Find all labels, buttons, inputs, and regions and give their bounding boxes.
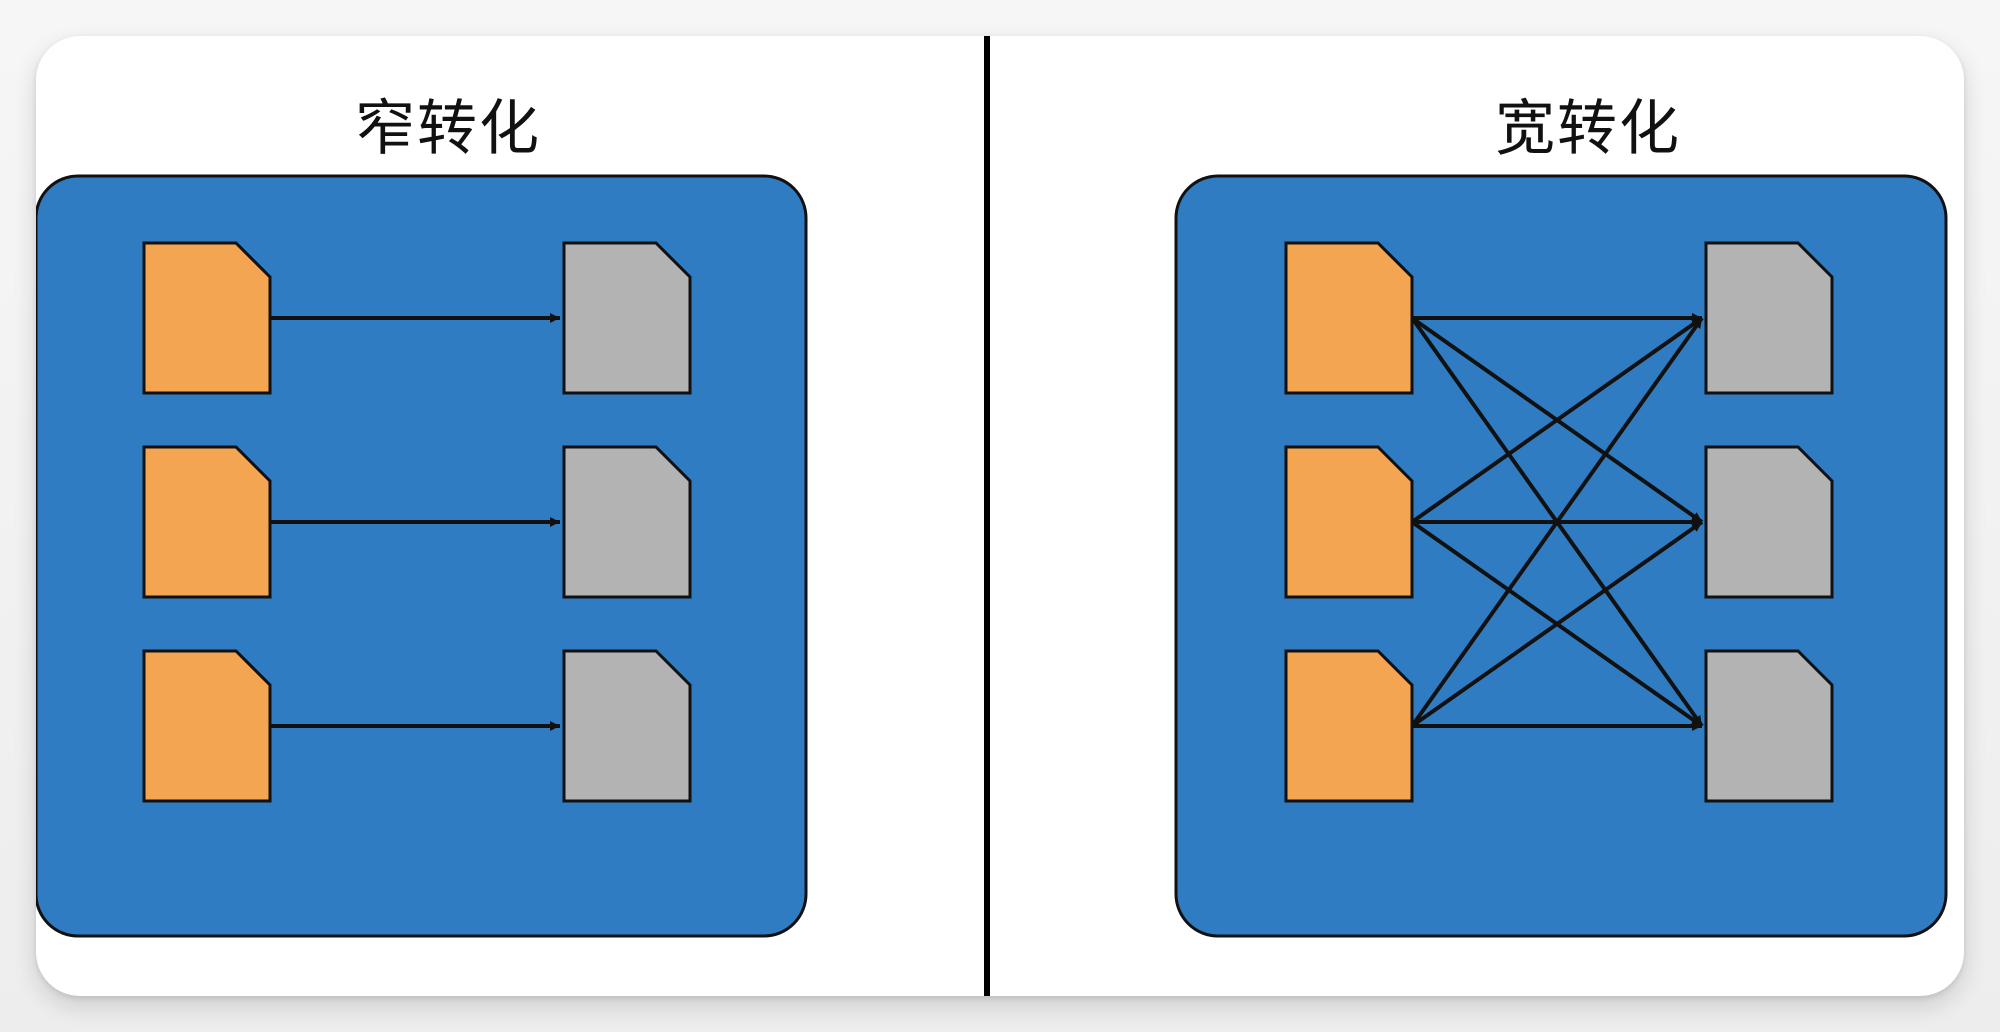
right-link-4 <box>1410 316 1704 524</box>
right-nodes <box>1284 241 1834 803</box>
center-divider <box>984 36 990 996</box>
wide-transformation-title: 宽转化 <box>1495 94 1681 164</box>
left-nodes <box>142 241 692 803</box>
narrow-transformation-title: 窄转化 <box>355 94 541 164</box>
left-links <box>270 313 560 731</box>
left-source-node-3 <box>142 649 272 803</box>
right-source-node-1 <box>1284 241 1414 395</box>
right-link-7 <box>1410 316 1704 728</box>
right-link-8 <box>1410 520 1704 728</box>
left-target-node-3 <box>562 649 692 803</box>
left-target-node-1 <box>562 241 692 395</box>
right-source-node-3 <box>1284 649 1414 803</box>
right-links <box>1410 313 1704 731</box>
left-target-node-2 <box>562 445 692 599</box>
left-source-node-1 <box>142 241 272 395</box>
right-target-node-1 <box>1704 241 1834 395</box>
right-target-node-3 <box>1704 649 1834 803</box>
right-target-node-2 <box>1704 445 1834 599</box>
left-source-node-2 <box>142 445 272 599</box>
diagram-canvas: 窄转化 宽转化 <box>36 36 1964 996</box>
right-source-node-2 <box>1284 445 1414 599</box>
transformation-diagram <box>36 174 1948 938</box>
